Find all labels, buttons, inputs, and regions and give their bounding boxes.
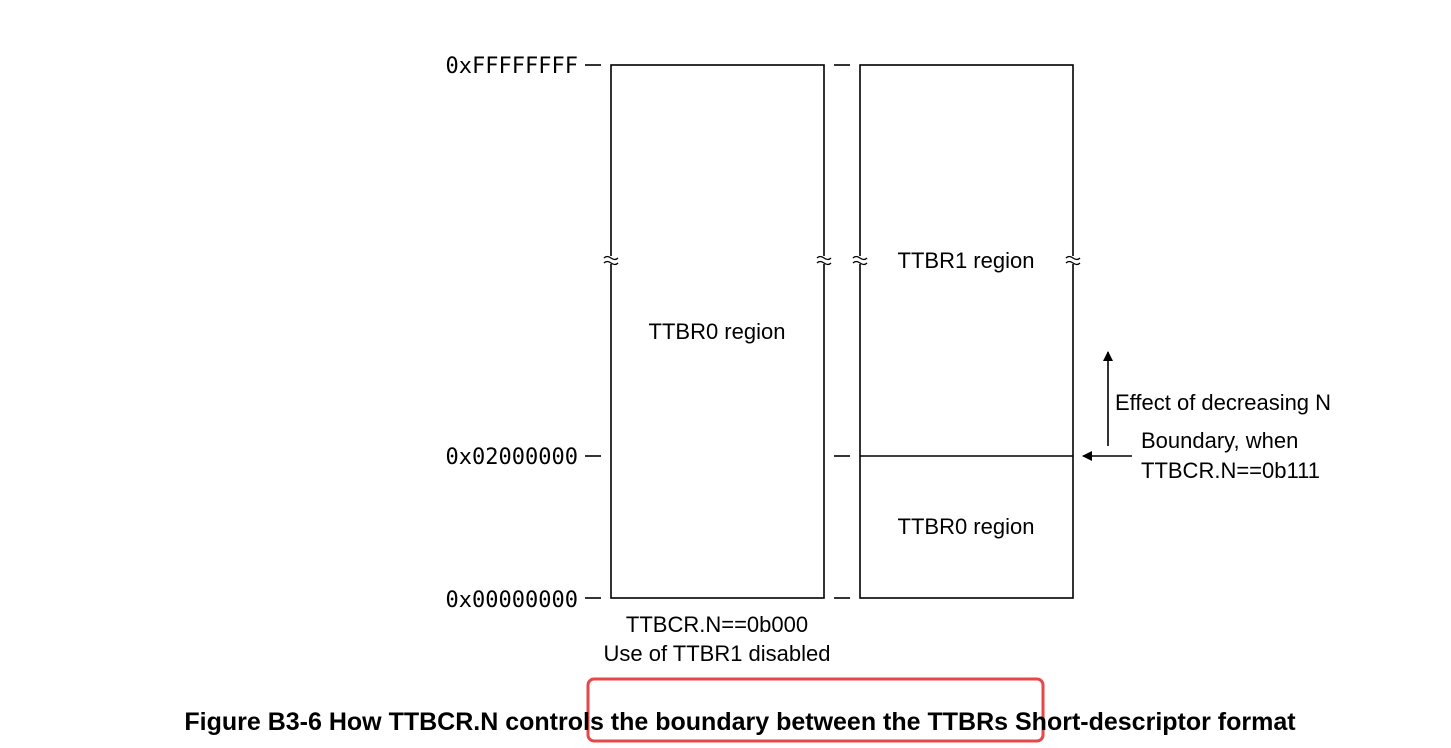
left-memory-box — [610, 64, 825, 599]
right-memory-box — [859, 64, 1074, 599]
figure-caption-highlight: the boundary between the TTBRs — [611, 708, 1008, 736]
address-bottom-label: 0x00000000 — [446, 588, 578, 613]
right-box-lower-region-label: TTBR0 region — [898, 514, 1035, 539]
figure-caption: Figure B3-6 How TTBCR.N controls the bou… — [184, 708, 1296, 736]
figure-caption-prefix: Figure B3-6 How TTBCR.N controls — [184, 708, 610, 736]
break-symbol-left-box-right — [816, 255, 832, 266]
break-symbol-right-box-right — [1065, 255, 1081, 266]
break-symbol-right-box-left — [852, 255, 868, 266]
figure-caption-suffix: Short-descriptor format — [1008, 708, 1296, 736]
address-top-label: 0xFFFFFFFF — [446, 54, 578, 79]
left-box-region-label: TTBR0 region — [649, 319, 786, 344]
address-middle-label: 0x02000000 — [446, 445, 578, 470]
caption-highlight-box — [586, 677, 1045, 743]
effect-annotation: Effect of decreasing N — [1115, 390, 1331, 415]
left-box-caption-line1: TTBCR.N==0b000 — [626, 612, 808, 637]
boundary-annotation-line1: Boundary, when — [1141, 428, 1298, 453]
left-box-caption-line2: Use of TTBR1 disabled — [603, 641, 830, 666]
boundary-annotation-line2: TTBCR.N==0b111 — [1141, 458, 1320, 483]
right-box-upper-region-label: TTBR1 region — [898, 248, 1035, 273]
break-symbol-left-box-left — [603, 255, 619, 266]
